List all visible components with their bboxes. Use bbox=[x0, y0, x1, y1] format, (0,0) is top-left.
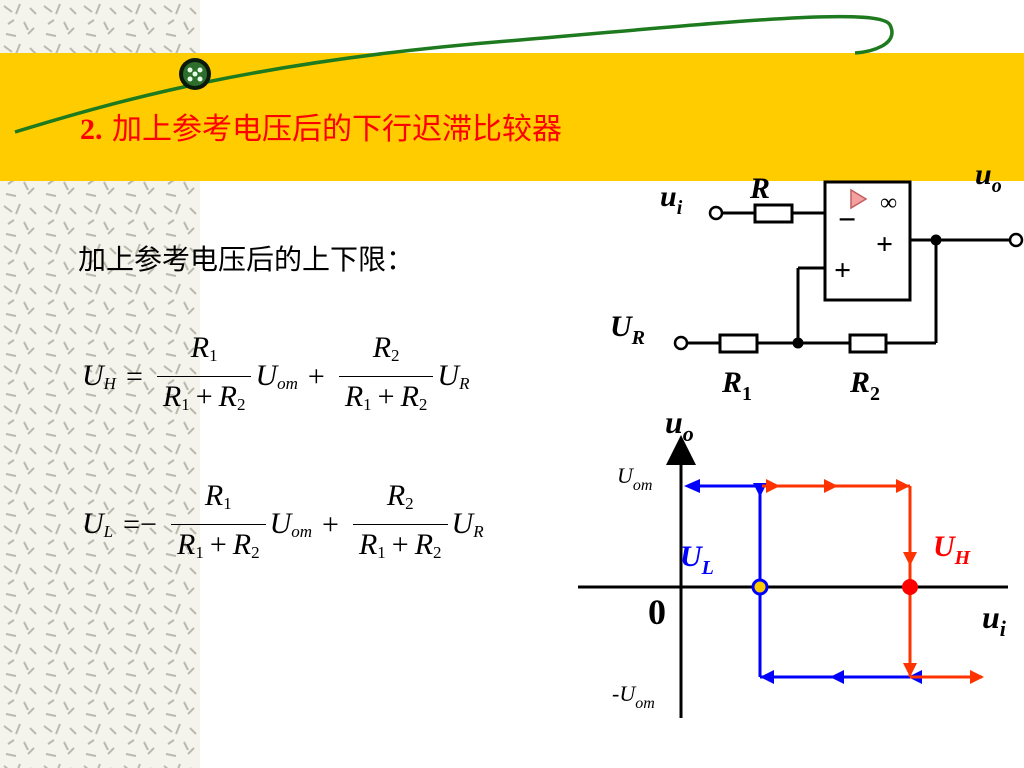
fraction-r2: R2 R1+R2 bbox=[338, 328, 434, 425]
term-uom: Uom bbox=[269, 507, 313, 541]
arrow-left-icon bbox=[684, 479, 700, 493]
arrow-down-icon bbox=[903, 552, 917, 566]
arrow-left-icon bbox=[830, 670, 844, 684]
output-node bbox=[930, 234, 942, 246]
increasing-trace bbox=[762, 484, 982, 679]
title-text: 加上参考电压后的下行迟滞比较器 bbox=[112, 112, 563, 147]
output-label: uo bbox=[975, 158, 1002, 197]
intro-text: 加上参考电压后的上下限： bbox=[78, 243, 415, 276]
plus-sign: + bbox=[322, 507, 339, 541]
neg-uom-label: -Uom bbox=[612, 681, 655, 712]
origin-label: 0 bbox=[648, 592, 666, 632]
arrow-down-icon bbox=[903, 663, 917, 677]
feedback-node bbox=[792, 337, 804, 349]
upper-threshold-point bbox=[902, 579, 918, 595]
uh-label: UH bbox=[933, 530, 972, 569]
decreasing-trace bbox=[690, 484, 980, 679]
term-ur: UR bbox=[451, 507, 484, 541]
y-axis-label: uo bbox=[665, 404, 694, 446]
r1-label: R1 bbox=[721, 366, 752, 405]
inverting-sign: − bbox=[838, 201, 856, 237]
arrow-right-icon bbox=[824, 479, 838, 493]
lower-threshold-point bbox=[751, 578, 769, 596]
resistor-r2 bbox=[848, 333, 888, 354]
x-axis-label: ui bbox=[982, 599, 1007, 641]
resistor-r1 bbox=[718, 333, 759, 354]
ul-label: UL bbox=[680, 540, 714, 579]
title-banner bbox=[0, 53, 1024, 181]
slide-title: 2. 加上参考电压后的下行迟滞比较器 bbox=[80, 104, 562, 148]
arrow-right-icon bbox=[766, 479, 780, 493]
formula-lhs: UL bbox=[82, 507, 114, 541]
term-uom: Uom bbox=[255, 359, 298, 393]
formula-upper-threshold: UH = R1 R1+R2 Uom + R2 R1+R2 UR bbox=[82, 328, 469, 425]
plus-sign: + bbox=[307, 359, 325, 393]
arrow-right-icon bbox=[896, 479, 910, 493]
input-label: ui bbox=[660, 180, 683, 219]
output-plus-sign: + bbox=[876, 228, 893, 261]
input-terminal bbox=[708, 205, 724, 221]
formula-lhs: UH bbox=[82, 359, 116, 393]
formula-lower-threshold: UL =− R1 R1+R2 Uom + R2 R1+R2 UR bbox=[82, 476, 484, 573]
noninverting-sign: + bbox=[834, 254, 851, 287]
equals-sign: = bbox=[125, 359, 143, 393]
equals-minus-sign: =− bbox=[123, 507, 157, 541]
fraction-r1: R1 R1+R2 bbox=[170, 476, 266, 573]
arrow-right-icon bbox=[970, 670, 984, 684]
reference-label: UR bbox=[610, 310, 645, 349]
resistor-r-label: R bbox=[749, 172, 770, 205]
r2-label: R2 bbox=[849, 366, 880, 405]
infinity-symbol: ∞ bbox=[880, 190, 897, 216]
fraction-r2: R2 R1+R2 bbox=[352, 476, 448, 573]
uom-label: Uom bbox=[617, 463, 652, 494]
reference-terminal bbox=[673, 335, 689, 351]
title-number: 2. bbox=[80, 113, 103, 146]
resistor-r bbox=[753, 203, 794, 224]
term-ur: UR bbox=[437, 359, 470, 393]
output-terminal bbox=[1008, 232, 1024, 248]
opamp-triangle-icon bbox=[850, 188, 868, 210]
decorative-swoosh bbox=[14, 14, 894, 134]
arrow-left-icon bbox=[760, 670, 774, 684]
fraction-r1: R1 R1+R2 bbox=[156, 328, 252, 425]
